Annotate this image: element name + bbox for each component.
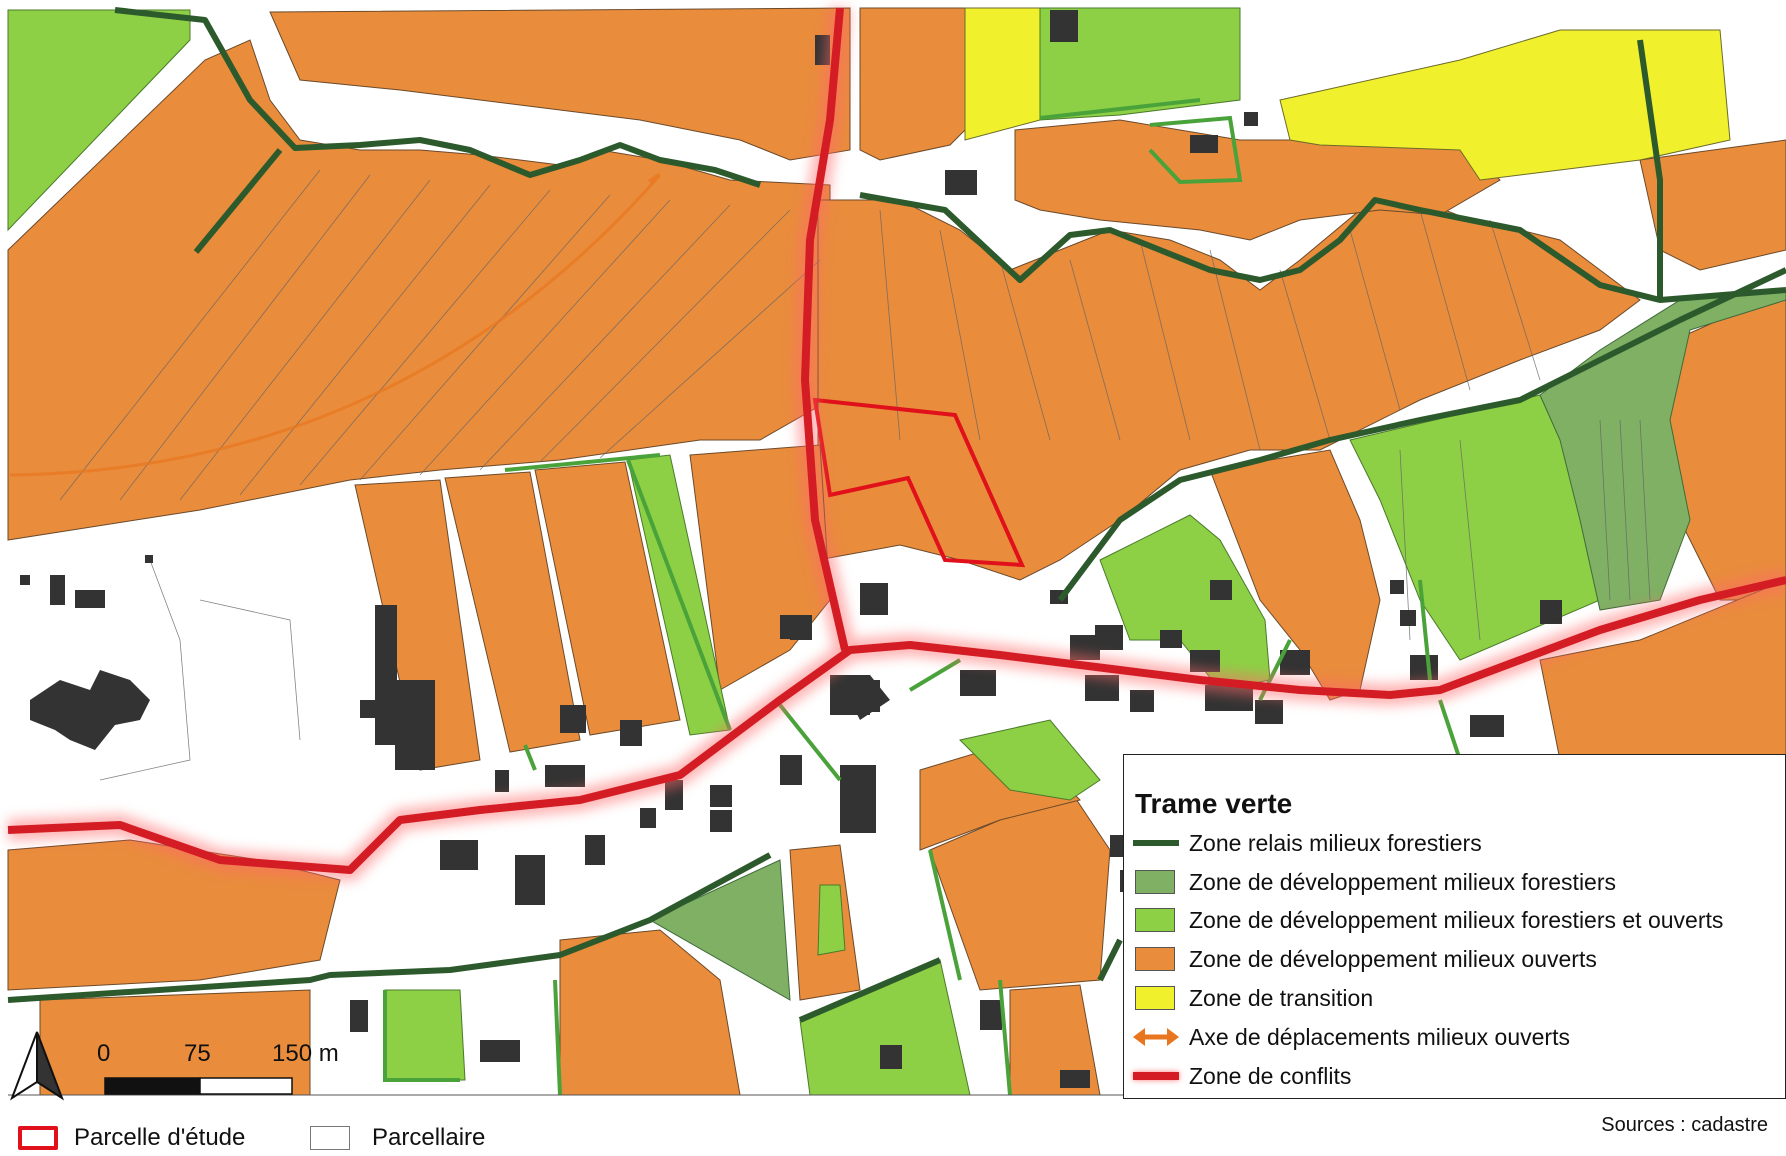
legend-item-relay: Zone relais milieux forestiers: [1133, 826, 1482, 860]
legend-label-forest-open: Zone de développement milieux forestiers…: [1189, 906, 1724, 933]
forest-open-swatch-icon: [1133, 905, 1179, 935]
conflict-zone-north-road: [801, 7, 849, 651]
scale-label-75: 75: [184, 1040, 211, 1067]
transition-swatch-icon: [1133, 983, 1179, 1013]
legend-item-forest-dev: Zone de développement milieux forestiers: [1133, 865, 1616, 899]
scale-label-0: 0: [97, 1040, 111, 1067]
sources-credit: Sources : cadastre: [1601, 1114, 1768, 1136]
relay-corridors: [7, 7, 1786, 1023]
open-zone-north-center: [859, 7, 966, 161]
relay-corridor-south-east: [798, 957, 942, 1023]
scale-bar: [104, 1077, 293, 1095]
forest-zone-south: [648, 859, 791, 1001]
legend-item-forest-open: Zone de développement milieux forestiers…: [1133, 903, 1723, 937]
conflict-line-icon: [1133, 1061, 1179, 1091]
transition-zones: [964, 7, 1731, 181]
legend-item-conflict: Zone de conflits: [1133, 1059, 1351, 1093]
open-zone-east-top: [1639, 139, 1786, 271]
open-zone-southeast: [1539, 579, 1786, 761]
open-zone-north-top: [269, 7, 851, 161]
legend-label-conflict: Zone de conflits: [1189, 1062, 1352, 1089]
relay-corridor-south: [7, 852, 772, 1003]
open-zone-east: [1014, 119, 1501, 241]
open-swatch-icon: [1133, 944, 1179, 974]
open-zone-strip-3: [534, 461, 681, 736]
scale-label-150: 150 m: [272, 1040, 339, 1067]
legend-item-axis: Axe de déplacements milieux ouverts: [1133, 1020, 1570, 1054]
parcel-swatch-icon: [310, 1126, 350, 1150]
conflict-zones: [7, 7, 1786, 874]
transition-zone-north: [964, 7, 1041, 141]
double-arrow-icon: [1133, 1022, 1179, 1052]
buildings: [20, 10, 1562, 1088]
open-zone-northwest: [7, 39, 831, 541]
study-parcel-swatch-icon: [18, 1126, 58, 1150]
relay-corridor-south-east2: [1097, 938, 1123, 982]
open-movement-axis-arrowhead: [648, 172, 660, 185]
bottom-label-parcel: Parcellaire: [372, 1124, 486, 1151]
light-green-borders: [383, 98, 1562, 1096]
legend-label-transition: Zone de transition: [1189, 984, 1374, 1011]
forest-open-zone-mid: [959, 719, 1101, 801]
legend-panel: [1123, 754, 1786, 1099]
forest-open-zone-small: [817, 884, 846, 956]
open-zone-strip-1: [354, 479, 481, 771]
open-zones: [7, 7, 1786, 1096]
legend-label-forest-dev: Zone de développement milieux forestiers: [1189, 868, 1617, 895]
legend-item-transition: Zone de transition: [1133, 981, 1373, 1015]
relay-line-icon: [1133, 828, 1179, 858]
legend-title: Trame verte: [1135, 788, 1293, 819]
bottom-legend-parcel: Parcellaire: [310, 1124, 485, 1152]
forest-open-zone-north: [1039, 7, 1241, 121]
open-movement-axis: [9, 174, 662, 477]
legend-label-axis: Axe de déplacements milieux ouverts: [1189, 1023, 1570, 1050]
relay-corridor-center-north: [859, 192, 1786, 303]
bottom-label-study: Parcelle d'étude: [74, 1124, 246, 1151]
open-zone-center: [817, 199, 1641, 581]
forest-dev-swatch-icon: [1133, 867, 1179, 897]
legend-label-open: Zone de développement milieux ouverts: [1189, 945, 1597, 972]
bottom-legend-study: Parcelle d'étude: [18, 1124, 245, 1152]
forest-open-zones: [7, 7, 1601, 1096]
study-parcel[interactable]: [812, 397, 1026, 568]
open-zone-strip-2: [444, 471, 581, 753]
parcel-lines: [59, 169, 1651, 781]
transition-zone-northeast: [1279, 29, 1731, 181]
relay-corridor-east: [1637, 39, 1663, 300]
relay-corridor-north: [114, 7, 761, 188]
conflict-zone-main-road: [7, 576, 1786, 874]
legend-item-open: Zone de développement milieux ouverts: [1133, 942, 1597, 976]
relay-corridor-center: [1057, 267, 1786, 602]
relay-corridor-spur: [193, 148, 283, 254]
forest-open-zone-sw: [384, 989, 466, 1081]
legend-label-relay: Zone relais milieux forestiers: [1189, 829, 1482, 856]
north-arrow-icon: [9, 1031, 65, 1101]
